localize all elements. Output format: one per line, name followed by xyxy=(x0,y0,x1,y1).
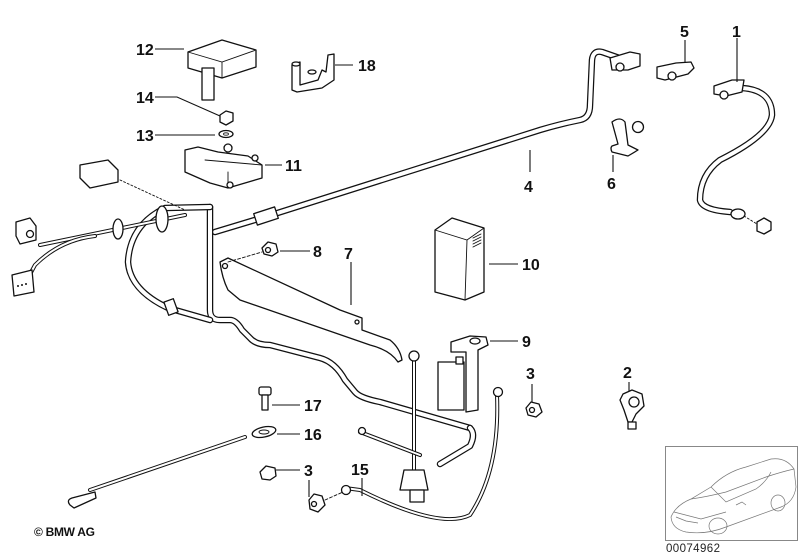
callout-17: 17 xyxy=(304,398,322,415)
diagram-reference-number: 00074962 xyxy=(666,543,721,555)
part-junction-block[interactable] xyxy=(184,143,263,189)
part-hex-nut[interactable] xyxy=(219,110,234,126)
part-washer[interactable] xyxy=(218,129,234,139)
part-battery-terminal-clamp[interactable] xyxy=(656,61,695,81)
part-nut-3-bottom[interactable] xyxy=(308,493,326,513)
part-expanding-nut[interactable] xyxy=(227,241,279,263)
battery-cable-main[interactable] xyxy=(211,48,641,236)
callout-12: 12 xyxy=(136,42,154,59)
callout-14: 14 xyxy=(136,90,154,107)
callout-5: 5 xyxy=(680,24,689,41)
part-holder-bracket[interactable] xyxy=(437,335,489,413)
part-nut-3-lower-left[interactable] xyxy=(259,465,277,481)
harness-branch[interactable] xyxy=(11,159,187,297)
part-holder[interactable] xyxy=(291,53,335,93)
car-outline-icon xyxy=(670,458,797,535)
callout-18: 18 xyxy=(358,58,376,75)
callout-1: 1 xyxy=(732,24,741,41)
part-hex-bolt[interactable] xyxy=(258,386,272,411)
part-nut-3-right[interactable] xyxy=(525,401,543,418)
copyright-notice: © BMW AG xyxy=(34,525,95,539)
callout-labels: 12 18 14 13 11 8 7 10 9 3 2 4 6 5 1 17 1… xyxy=(136,24,741,480)
vertical-terminal-cable[interactable] xyxy=(343,350,504,522)
part-cable-cover-trim[interactable] xyxy=(219,257,403,363)
callout-13: 13 xyxy=(136,128,154,145)
vehicle-location-thumbnail[interactable] xyxy=(665,446,798,541)
callout-4: 4 xyxy=(524,179,533,196)
callout-3-bottom: 3 xyxy=(304,463,313,480)
callout-11: 11 xyxy=(285,158,302,175)
callout-10: 10 xyxy=(522,257,540,274)
callout-3-right: 3 xyxy=(526,366,535,383)
callout-15: 15 xyxy=(351,462,369,479)
part-ground-cable-15[interactable] xyxy=(324,484,352,501)
part-ground-strap[interactable] xyxy=(67,425,277,509)
callout-6: 6 xyxy=(607,176,616,193)
part-terminal-bracket[interactable] xyxy=(610,118,645,157)
leader-lines xyxy=(155,38,738,497)
part-battery-positive-cable[interactable] xyxy=(696,79,776,235)
callout-2: 2 xyxy=(623,365,632,382)
callout-9: 9 xyxy=(522,334,531,351)
part-cover-cap-12[interactable] xyxy=(187,39,257,101)
part-cover-cap-10[interactable] xyxy=(434,217,485,301)
callout-16: 16 xyxy=(304,427,322,444)
part-terminal-connector[interactable] xyxy=(619,389,645,430)
callout-8: 8 xyxy=(313,244,322,261)
callout-7: 7 xyxy=(344,246,353,263)
wiring-harness-loop[interactable] xyxy=(124,203,477,468)
